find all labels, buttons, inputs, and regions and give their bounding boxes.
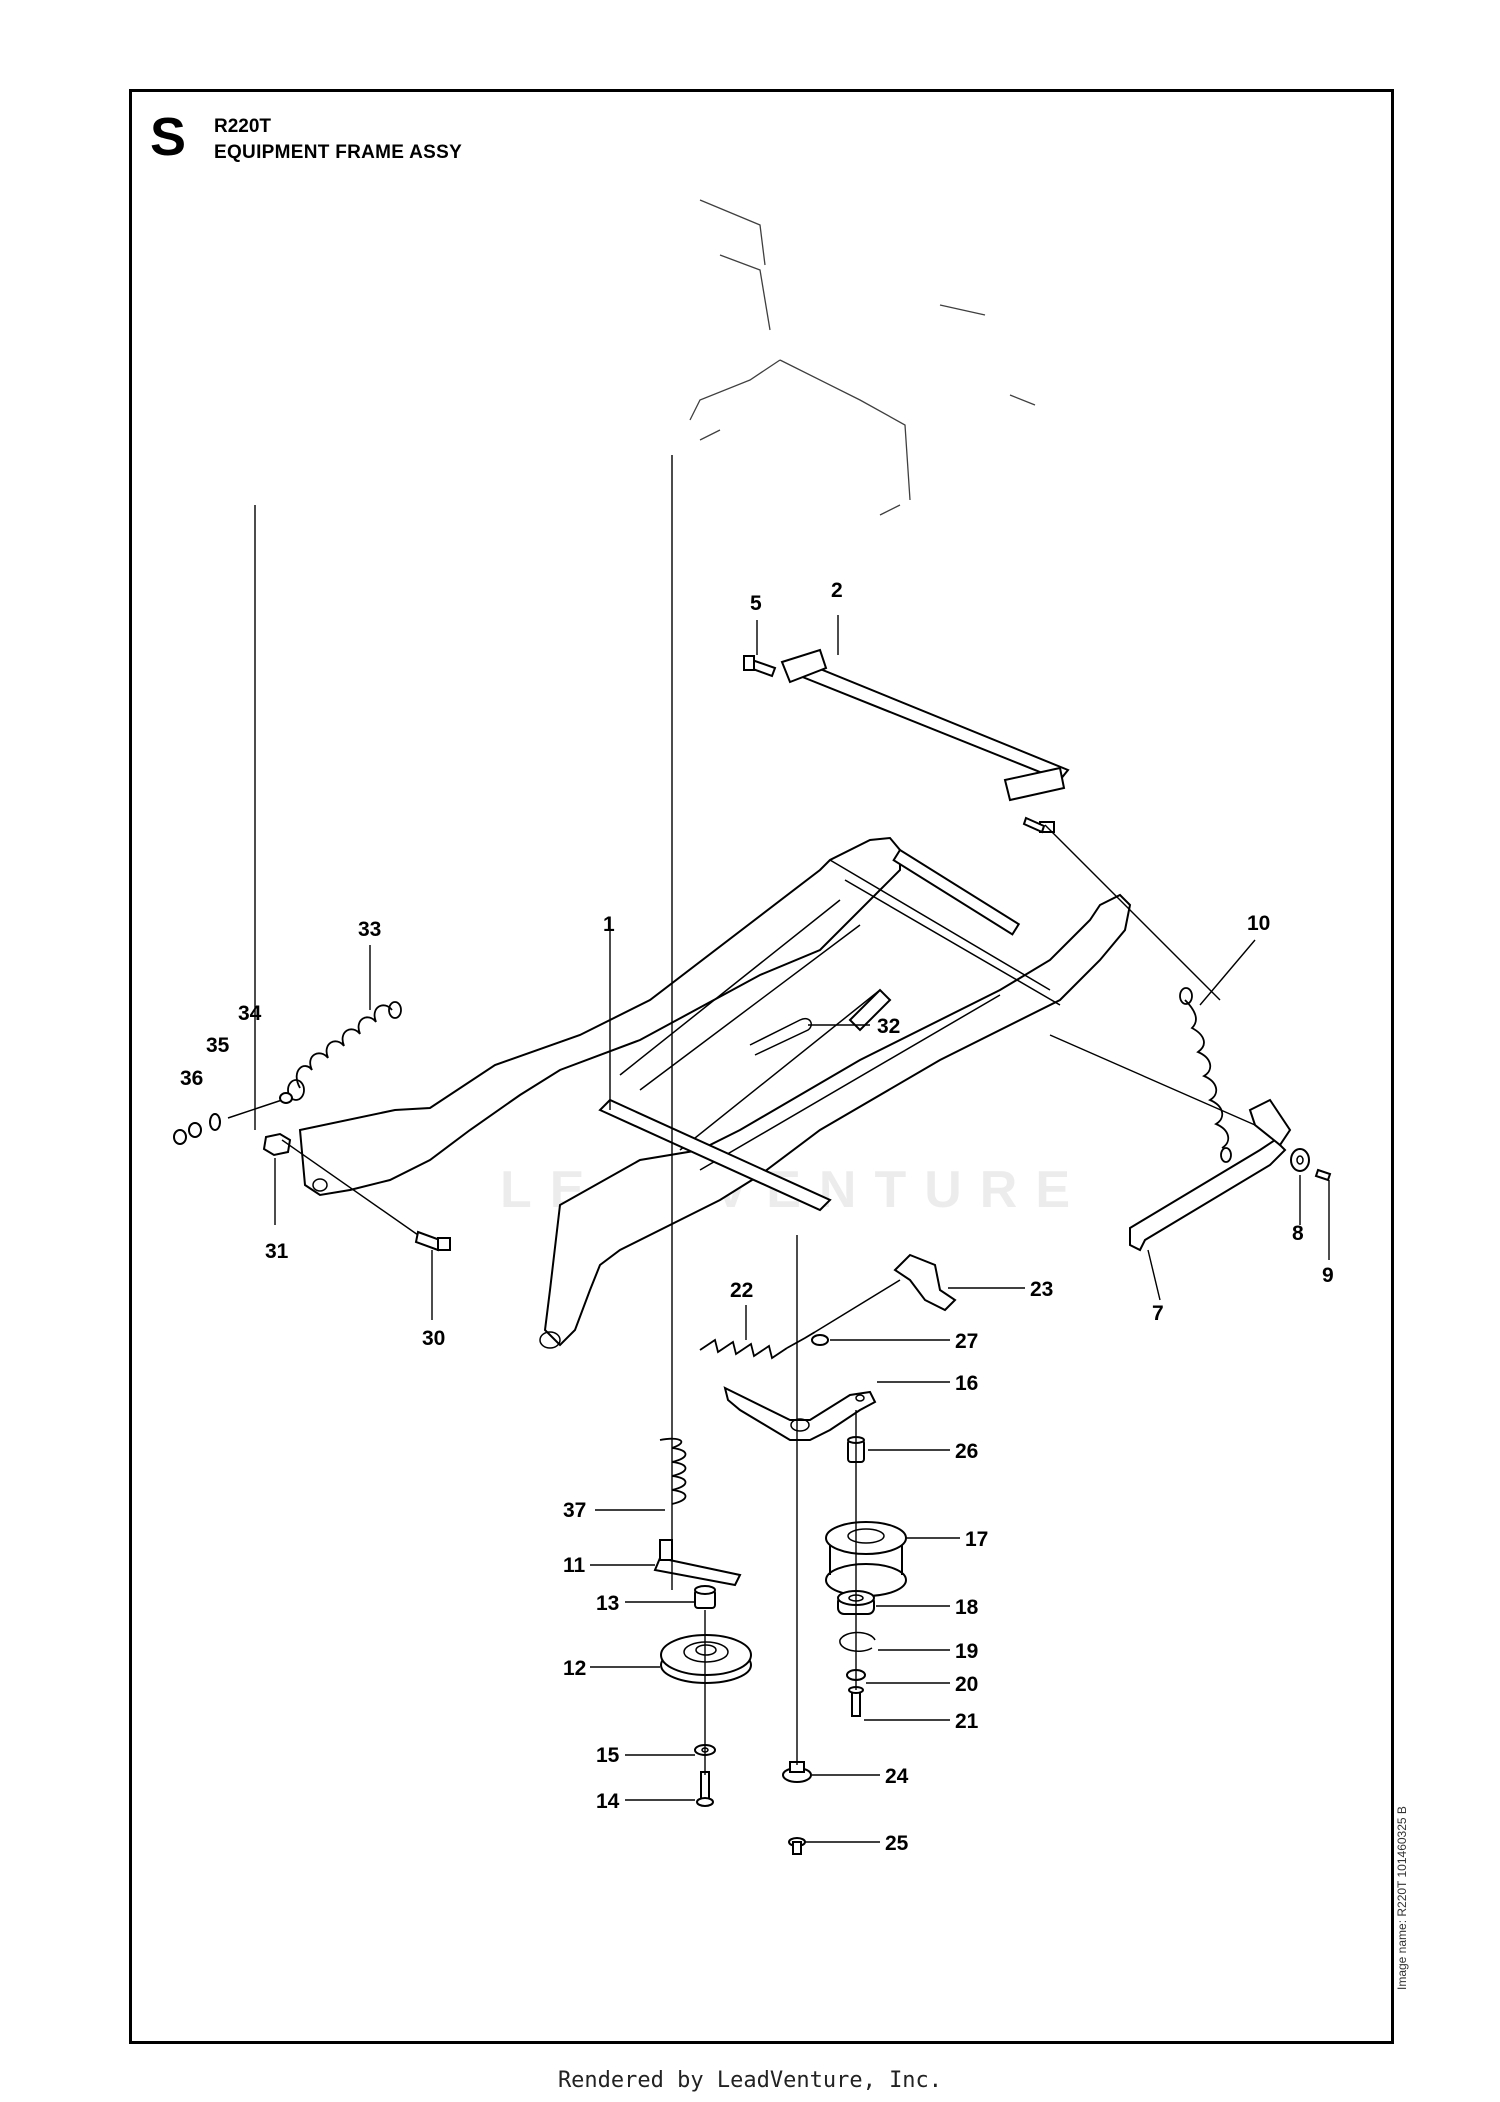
callout-15: 15	[596, 1744, 620, 1767]
spring-part-22	[699, 1331, 816, 1360]
callout-16: 16	[955, 1372, 978, 1395]
callout-31: 31	[265, 1240, 289, 1263]
nut-part-27	[811, 1334, 829, 1346]
callout-20: 20	[955, 1673, 978, 1696]
bolt-part-14	[696, 1771, 714, 1807]
eye-bolt-part-34	[227, 1092, 293, 1119]
spring-part-37	[659, 1437, 687, 1505]
lift-lever-part-7	[1129, 1098, 1292, 1252]
callout-36: 36	[180, 1067, 203, 1090]
pulley-part-17	[825, 1521, 907, 1597]
pin-part-32	[749, 1018, 812, 1056]
washer-part-8	[1290, 1148, 1310, 1172]
idler-pulley-part-12	[660, 1634, 752, 1684]
callout-13: 13	[596, 1592, 619, 1615]
callout-7: 7	[1152, 1302, 1164, 1325]
assembly-title: EQUIPMENT FRAME ASSY	[214, 142, 463, 163]
callout-11: 11	[563, 1554, 586, 1577]
idler-arm-part-16	[723, 1386, 877, 1441]
bushing-part-13	[694, 1585, 716, 1609]
spring-part-33	[287, 1001, 402, 1101]
callout-9: 9	[1322, 1264, 1334, 1287]
cable-part-23	[814, 1253, 957, 1333]
callout-10: 10	[1247, 912, 1270, 935]
callout-19: 19	[955, 1640, 978, 1663]
callout-5: 5	[750, 592, 762, 615]
screw-part-9	[1314, 1168, 1332, 1182]
snap-ring-part-19	[839, 1631, 876, 1652]
callout-labels: 1 2 5 7 8 9 10 11 12 13 14 15 16 17 18 1…	[180, 579, 1334, 1855]
model-name: R220T	[214, 116, 272, 137]
bracket-part-11	[653, 1539, 742, 1587]
callout-26: 26	[955, 1440, 978, 1463]
callout-18: 18	[955, 1596, 979, 1619]
bolt-part-21	[848, 1686, 864, 1717]
callout-21: 21	[955, 1710, 979, 1733]
callout-37: 37	[563, 1499, 586, 1522]
image-name-note: Image name: R220T 101460325 B	[1395, 1806, 1409, 1990]
spring-part-10	[1179, 987, 1232, 1163]
callout-30: 30	[422, 1327, 445, 1350]
callout-33: 33	[358, 918, 381, 941]
callout-23: 23	[1030, 1278, 1053, 1301]
bolt-part-30	[414, 1230, 451, 1252]
nut-part-31	[262, 1132, 292, 1157]
callout-2: 2	[831, 579, 843, 602]
nut-part-36	[173, 1122, 202, 1145]
callout-32: 32	[877, 1015, 900, 1038]
nut-part-24	[782, 1761, 812, 1783]
callout-14: 14	[596, 1790, 620, 1813]
pivot-bar-part-2	[780, 648, 1070, 802]
callout-17: 17	[965, 1528, 988, 1551]
footer-credit: Rendered by LeadVenture, Inc.	[557, 2068, 943, 2093]
callout-24: 24	[885, 1765, 909, 1788]
leader-lines	[254, 455, 1330, 1843]
callout-8: 8	[1292, 1222, 1304, 1245]
callout-22: 22	[730, 1279, 753, 1302]
equipment-frame-part-1	[298, 836, 1132, 1349]
bolt-part-5	[743, 655, 777, 678]
bolt-part-25	[788, 1837, 806, 1855]
callout-1: 1	[603, 913, 615, 936]
section-letter: S	[150, 107, 187, 167]
diagram-frame	[129, 89, 1394, 2044]
callout-25: 25	[885, 1832, 909, 1855]
lock-washer-part-35	[209, 1113, 221, 1131]
callout-34: 34	[238, 1002, 262, 1025]
callout-12: 12	[563, 1657, 586, 1680]
tractor-body-outline	[689, 199, 1036, 516]
callout-35: 35	[206, 1034, 230, 1057]
callout-27: 27	[955, 1330, 978, 1353]
